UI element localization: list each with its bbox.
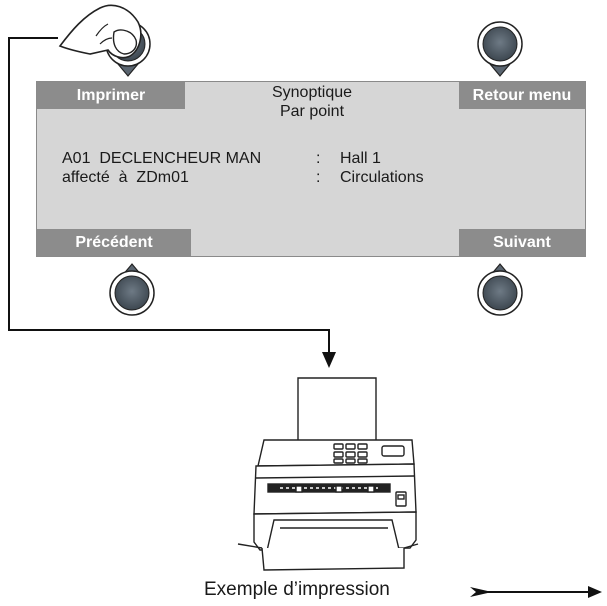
row-label: affecté à ZDm01 — [62, 169, 189, 186]
connector-arrowhead — [322, 352, 336, 368]
softkey-imprimer[interactable]: Imprimer — [37, 82, 185, 109]
button-bottom-left[interactable] — [109, 263, 155, 316]
row-value: Hall 1 — [340, 150, 381, 167]
button-top-right[interactable] — [477, 21, 523, 77]
finger-press-icon — [58, 4, 142, 59]
softkey-retour-menu[interactable]: Retour menu — [459, 82, 585, 109]
screen-subtitle: Par point — [279, 103, 345, 120]
softkey-precedent[interactable]: Précédent — [37, 229, 191, 256]
caption: Exemple d’impression — [204, 579, 390, 600]
row-value: Circulations — [340, 169, 424, 186]
row-separator: : — [316, 169, 321, 186]
lcd-screen: Imprimer Retour menu Synoptique Par poin… — [36, 81, 586, 257]
screen-title: Synoptique — [271, 84, 353, 101]
row-label: A01 DECLENCHEUR MAN — [62, 150, 262, 167]
printer-icon — [237, 377, 419, 571]
softkey-suivant[interactable]: Suivant — [459, 229, 585, 256]
button-bottom-right[interactable] — [477, 263, 523, 316]
row-separator: : — [316, 150, 321, 167]
arrow-right-icon — [470, 586, 602, 598]
connector-line — [8, 37, 330, 355]
